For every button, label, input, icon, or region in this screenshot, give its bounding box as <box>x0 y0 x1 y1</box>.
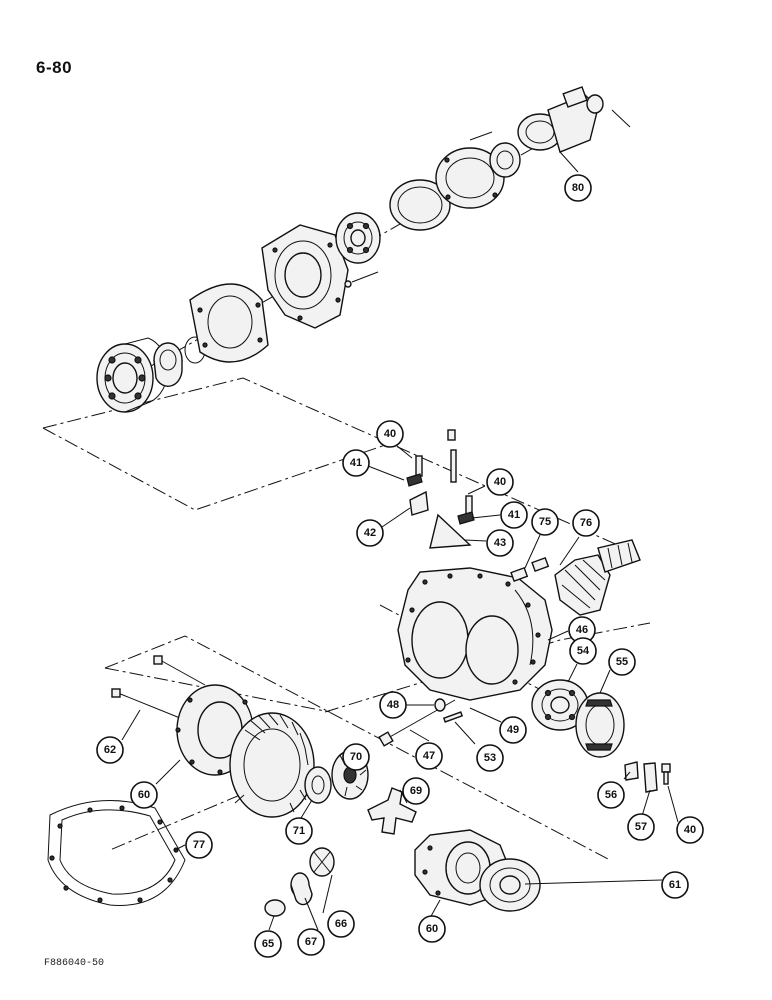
svg-text:61: 61 <box>669 879 681 891</box>
callout: 60 <box>130 781 158 809</box>
leader-lines <box>121 151 679 931</box>
bearing-cage <box>261 224 349 329</box>
callout: 67 <box>297 928 325 956</box>
callout: 43 <box>486 529 514 557</box>
spider-cross <box>367 787 417 835</box>
bearing-cone-large <box>96 337 169 413</box>
svg-text:53: 53 <box>484 752 496 764</box>
svg-text:71: 71 <box>293 825 305 837</box>
callout: 80 <box>564 174 592 202</box>
svg-text:76: 76 <box>580 517 592 529</box>
carrier-assembly <box>378 429 671 793</box>
callout: 40 <box>376 420 404 448</box>
svg-text:57: 57 <box>635 821 647 833</box>
callout: 65 <box>254 930 282 958</box>
shim-ring <box>389 179 451 231</box>
cap-screw-upper <box>344 271 379 288</box>
svg-text:77: 77 <box>193 839 205 851</box>
svg-text:40: 40 <box>684 824 696 836</box>
diff-bearing <box>479 858 541 912</box>
callout: 75 <box>531 508 559 536</box>
callout: 40 <box>486 468 514 496</box>
carrier-housing <box>397 567 553 701</box>
upper-assembly <box>96 86 631 413</box>
svg-text:80: 80 <box>572 182 584 194</box>
callout: 53 <box>476 744 504 772</box>
callout: 41 <box>342 449 370 477</box>
callout: 49 <box>499 716 527 744</box>
svg-text:66: 66 <box>335 918 347 930</box>
seal-ring <box>489 142 521 178</box>
callout: 71 <box>285 817 313 845</box>
spherical-washer <box>264 899 286 917</box>
roll-pin <box>442 711 464 723</box>
bearing-adjuster <box>575 692 625 758</box>
callout: 62 <box>96 736 124 764</box>
callout: 69 <box>402 777 430 805</box>
page-number: 6-80 <box>36 58 73 77</box>
thrust-washer <box>304 766 332 804</box>
pinion-bearing <box>531 679 589 731</box>
ring-gear <box>229 712 315 818</box>
yoke-flange <box>517 86 631 153</box>
svg-text:46: 46 <box>576 624 588 636</box>
svg-text:49: 49 <box>507 724 519 736</box>
callout: 77 <box>185 831 213 859</box>
svg-text:69: 69 <box>410 785 422 797</box>
svg-text:40: 40 <box>494 476 506 488</box>
callout: 56 <box>597 781 625 809</box>
svg-text:56: 56 <box>605 789 617 801</box>
callout: 40 <box>676 816 704 844</box>
callout: 66 <box>327 910 355 938</box>
gasket-plate <box>189 283 269 363</box>
svg-text:65: 65 <box>262 938 274 950</box>
svg-text:41: 41 <box>350 457 362 469</box>
svg-text:75: 75 <box>539 516 551 528</box>
svg-text:62: 62 <box>104 744 116 756</box>
svg-text:40: 40 <box>384 428 396 440</box>
svg-text:60: 60 <box>426 923 438 935</box>
bushing <box>290 872 313 906</box>
spider-pinion-gear <box>309 847 335 877</box>
bracket-small <box>406 473 429 516</box>
lock-screw <box>661 763 671 785</box>
callout: 47 <box>415 742 443 770</box>
callout: 41 <box>500 501 528 529</box>
svg-text:42: 42 <box>364 527 376 539</box>
svg-text:54: 54 <box>577 645 590 657</box>
small-bolt <box>469 131 493 141</box>
callout: 42 <box>356 519 384 547</box>
flat-washer <box>434 698 446 712</box>
bearing-cone-medium <box>335 212 381 264</box>
callout: 70 <box>342 743 370 771</box>
callout: 61 <box>661 871 689 899</box>
svg-text:48: 48 <box>387 699 399 711</box>
case-bolts <box>111 655 206 719</box>
svg-text:67: 67 <box>305 936 317 948</box>
callout: 54 <box>569 637 597 665</box>
svg-text:43: 43 <box>494 537 506 549</box>
figure-code: F886040-50 <box>44 958 105 969</box>
svg-text:41: 41 <box>508 509 520 521</box>
cover-gasket <box>47 800 186 906</box>
lock-tab <box>643 762 658 793</box>
svg-text:60: 60 <box>138 789 150 801</box>
pinion-setscrew <box>510 556 550 582</box>
callout: 60 <box>418 915 446 943</box>
lock-plate <box>624 761 639 781</box>
svg-text:47: 47 <box>423 750 435 762</box>
pinion-gear <box>554 539 641 616</box>
svg-text:55: 55 <box>616 656 628 668</box>
spacer-sleeve <box>153 342 183 387</box>
differential-assembly <box>47 655 541 917</box>
callout: 76 <box>572 509 600 537</box>
bracket-large <box>429 511 475 549</box>
callout: 55 <box>608 648 636 676</box>
callout: 57 <box>627 813 655 841</box>
callout: 46 <box>568 616 596 644</box>
svg-text:70: 70 <box>350 751 362 763</box>
callout: 48 <box>379 691 407 719</box>
